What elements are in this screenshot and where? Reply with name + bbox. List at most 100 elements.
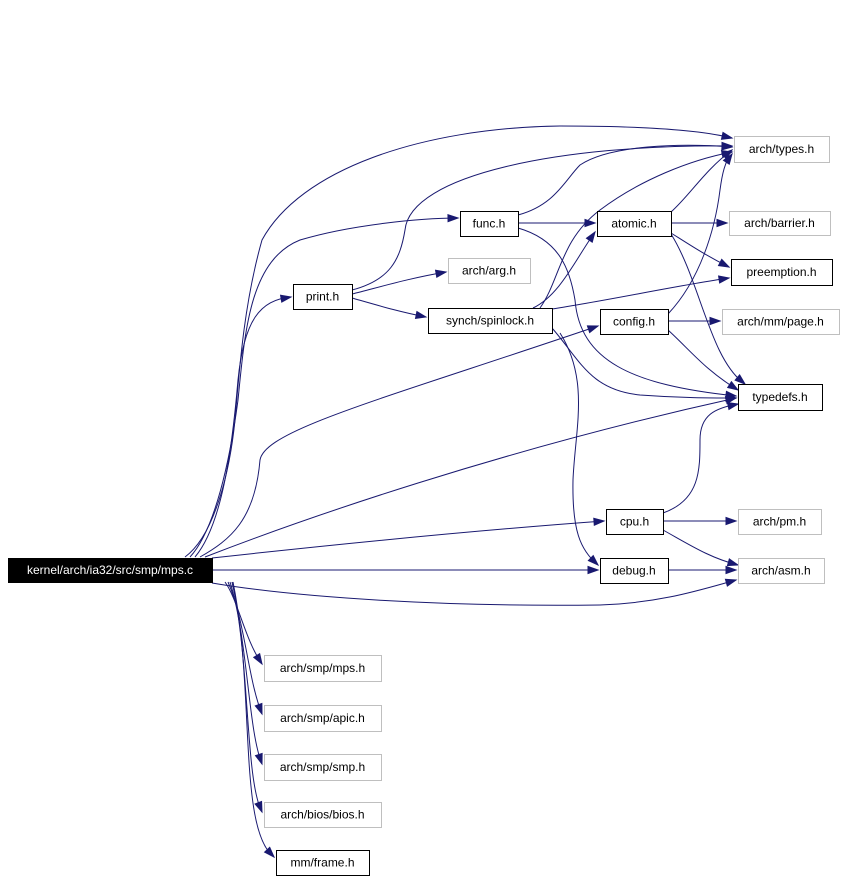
edge-cpu-h-to-asm-h-arrowhead bbox=[726, 558, 740, 567]
node-debug-h-label: debug.h bbox=[612, 564, 655, 578]
node-spinlock-h[interactable]: synch/spinlock.h bbox=[428, 308, 553, 334]
node-func-h-label: func.h bbox=[473, 217, 506, 231]
edge-cpu-h-to-typedefs-h-line bbox=[662, 403, 739, 514]
edge-cpu-h-to-typedefs-h-arrowhead bbox=[726, 402, 740, 411]
edge-mps-c-to-print-h-arrowhead bbox=[279, 294, 293, 303]
edge-config-h-to-typedefs-h-line bbox=[667, 329, 739, 391]
edge-mps-c-to-smp-smp-h-line bbox=[229, 581, 263, 765]
edge-cpu-h-to-pm-h bbox=[663, 516, 738, 526]
node-smp-apic-h-box bbox=[264, 705, 382, 732]
edge-mps-c-to-frame-h bbox=[232, 581, 276, 859]
node-smp-mps-h-label: arch/smp/mps.h bbox=[280, 661, 365, 675]
node-bios-h: arch/bios/bios.h bbox=[264, 802, 382, 828]
node-atomic-h-box bbox=[597, 211, 672, 237]
node-types-h-box bbox=[734, 136, 830, 163]
node-smp-smp-h-label: arch/smp/smp.h bbox=[280, 760, 365, 774]
node-typedefs-h-label: typedefs.h bbox=[752, 390, 807, 404]
node-smp-mps-h: arch/smp/mps.h bbox=[264, 655, 382, 682]
edge-mps-c-to-func-h-line bbox=[189, 217, 459, 558]
node-bios-h-label: arch/bios/bios.h bbox=[280, 808, 364, 822]
edge-cpu-h-to-pm-h-arrowhead bbox=[725, 516, 738, 526]
node-arg-h: arch/arg.h bbox=[448, 258, 531, 284]
edge-mps-c-to-frame-h-line bbox=[232, 581, 275, 858]
edge-print-h-to-spinlock-h-line bbox=[351, 297, 427, 318]
edge-print-h-to-arg-h-line bbox=[351, 271, 447, 295]
edge-mps-c-to-asm-h-line bbox=[211, 579, 737, 606]
node-mps-c-box bbox=[8, 558, 213, 583]
node-pm-h-label: arch/pm.h bbox=[753, 515, 806, 529]
node-print-h[interactable]: print.h bbox=[293, 284, 353, 310]
node-atomic-h[interactable]: atomic.h bbox=[597, 211, 672, 237]
edge-spinlock-h-to-debug-h-line bbox=[559, 332, 599, 566]
node-types-h: arch/types.h bbox=[734, 136, 830, 163]
node-mps-c-label: kernel/arch/ia32/src/smp/mps.c bbox=[27, 563, 193, 577]
edge-spinlock-h-to-preemption-h bbox=[551, 275, 731, 310]
node-config-h-label: config.h bbox=[613, 315, 655, 329]
edge-config-h-to-types-h-line bbox=[667, 153, 733, 315]
edge-mps-c-to-smp-apic-h-line bbox=[227, 581, 263, 715]
edge-func-h-to-atomic-h-arrowhead bbox=[584, 218, 597, 228]
edge-spinlock-h-to-types-h-arrowhead bbox=[720, 150, 734, 159]
edge-spinlock-h-to-debug-h-arrowhead bbox=[587, 554, 600, 567]
node-config-h[interactable]: config.h bbox=[600, 309, 669, 335]
node-page-h-label: arch/mm/page.h bbox=[737, 315, 824, 329]
node-config-h-box bbox=[600, 309, 669, 335]
edge-spinlock-h-to-types-h bbox=[539, 150, 734, 309]
node-asm-h-label: arch/asm.h bbox=[751, 564, 810, 578]
edge-spinlock-h-to-preemption-h-line bbox=[551, 277, 730, 310]
edge-atomic-h-to-barrier-h bbox=[671, 218, 729, 228]
edge-atomic-h-to-barrier-h-arrowhead bbox=[716, 218, 729, 228]
node-frame-h[interactable]: mm/frame.h bbox=[276, 850, 370, 876]
node-smp-smp-h-box bbox=[264, 754, 382, 781]
edge-config-h-to-page-h bbox=[668, 316, 722, 326]
edge-config-h-to-types-h bbox=[667, 152, 733, 315]
edge-spinlock-h-to-atomic-h-line bbox=[532, 231, 596, 309]
node-preemption-h[interactable]: preemption.h bbox=[731, 259, 833, 286]
node-debug-h[interactable]: debug.h bbox=[600, 558, 669, 584]
node-func-h-box bbox=[460, 211, 519, 237]
nodes-layer: kernel/arch/ia32/src/smp/mps.c arch/types… bbox=[8, 136, 840, 876]
node-typedefs-h[interactable]: typedefs.h bbox=[738, 384, 823, 411]
node-print-h-label: print.h bbox=[306, 290, 339, 304]
edge-print-h-to-spinlock-h-arrowhead bbox=[414, 310, 428, 320]
node-preemption-h-label: preemption.h bbox=[746, 265, 816, 279]
node-page-h-box bbox=[722, 309, 840, 335]
edge-mps-c-to-asm-h bbox=[211, 578, 738, 606]
edge-spinlock-h-to-preemption-h-arrowhead bbox=[717, 275, 731, 284]
node-cpu-h-label: cpu.h bbox=[620, 515, 649, 529]
edge-mps-c-to-smp-smp-h bbox=[229, 581, 263, 766]
edge-spinlock-h-to-types-h-line bbox=[539, 151, 733, 309]
edge-mps-c-to-cpu-h-line bbox=[211, 520, 605, 559]
edge-debug-h-to-asm-h bbox=[668, 565, 738, 575]
node-frame-h-label: mm/frame.h bbox=[290, 856, 354, 870]
edge-mps-c-to-func-h-arrowhead bbox=[447, 213, 460, 223]
edge-debug-h-to-asm-h-arrowhead bbox=[725, 565, 738, 575]
node-smp-smp-h: arch/smp/smp.h bbox=[264, 754, 382, 781]
node-smp-mps-h-box bbox=[264, 655, 382, 682]
edge-mps-c-to-config-h-arrowhead bbox=[586, 325, 600, 334]
edge-atomic-h-to-typedefs-h-line bbox=[670, 233, 746, 385]
node-asm-h: arch/asm.h bbox=[738, 558, 825, 584]
node-arg-h-box bbox=[448, 258, 531, 284]
node-cpu-h[interactable]: cpu.h bbox=[606, 509, 664, 535]
edge-mps-c-to-asm-h-arrowhead bbox=[724, 578, 738, 587]
edge-print-h-to-spinlock-h bbox=[351, 297, 428, 320]
edge-spinlock-h-to-debug-h bbox=[559, 332, 600, 567]
node-mps-c[interactable]: kernel/arch/ia32/src/smp/mps.c bbox=[8, 558, 213, 583]
edge-config-h-to-page-h-arrowhead bbox=[709, 316, 722, 326]
node-func-h[interactable]: func.h bbox=[460, 211, 519, 237]
node-barrier-h: arch/barrier.h bbox=[729, 211, 831, 236]
edge-spinlock-h-to-atomic-h-arrowhead bbox=[585, 230, 596, 244]
node-pm-h: arch/pm.h bbox=[738, 509, 822, 535]
edge-atomic-h-to-preemption-h bbox=[670, 232, 731, 268]
edge-print-h-to-types-h-line bbox=[351, 145, 733, 291]
edge-mps-c-to-smp-smp-h-arrowhead bbox=[254, 752, 263, 766]
edge-mps-c-to-debug-h bbox=[212, 565, 600, 575]
edge-print-h-to-arg-h-arrowhead bbox=[434, 269, 448, 278]
node-smp-apic-h-label: arch/smp/apic.h bbox=[280, 711, 365, 725]
edge-func-h-to-types-h-arrowhead bbox=[721, 142, 734, 151]
edge-mps-c-to-smp-mps-h bbox=[224, 581, 263, 666]
edge-spinlock-h-to-typedefs-h-arrowhead bbox=[725, 393, 738, 403]
edge-atomic-h-to-typedefs-h bbox=[670, 233, 747, 385]
edge-func-h-to-typedefs-h-line bbox=[517, 227, 737, 397]
